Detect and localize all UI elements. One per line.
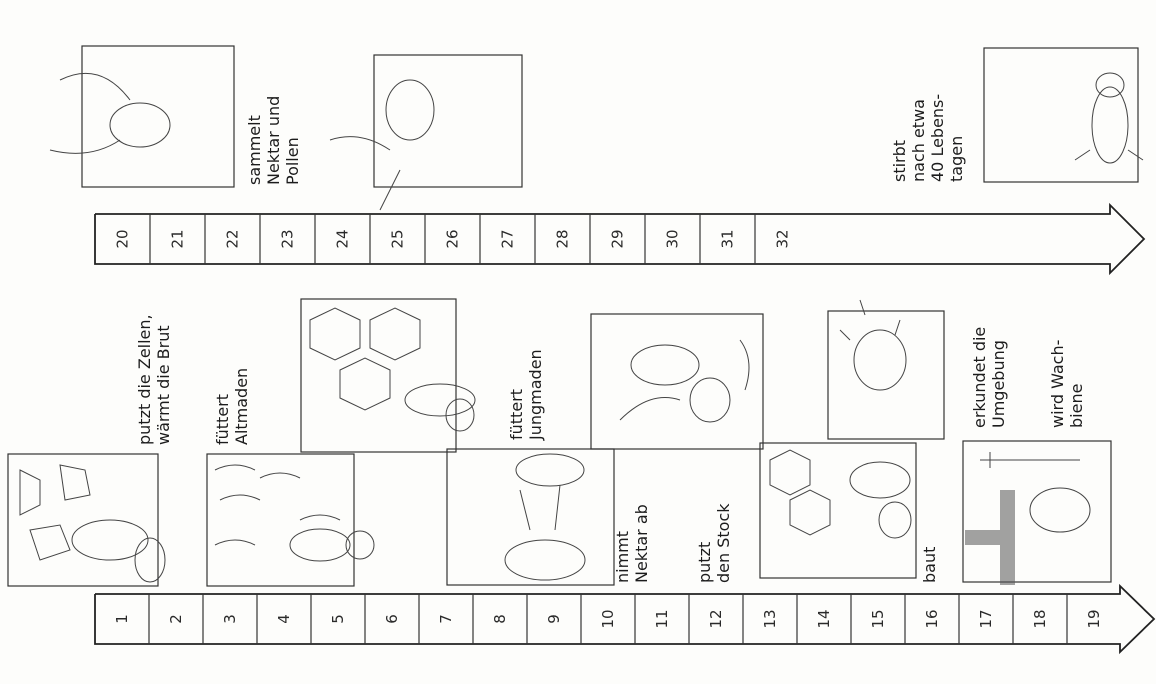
illustration-erkundet: [828, 300, 944, 439]
caption-jungmaden-line-2: Jungmaden: [526, 349, 545, 441]
caption-stock-line-2: den Stock: [714, 503, 733, 583]
caption-wachbiene-line-1: wird Wach-: [1048, 340, 1067, 428]
caption-sammelt-line-3: Pollen: [283, 137, 302, 185]
illustration-wachbiene: [963, 441, 1111, 585]
illustration-putzt-stock: [591, 314, 763, 449]
illustration-baut: [760, 443, 916, 578]
row1-day-15: 15: [869, 609, 887, 628]
row1-day-13: 13: [761, 609, 779, 628]
caption-umgebung-line-2: Umgebung: [989, 340, 1008, 428]
row1-day-1: 1: [113, 614, 131, 624]
caption-baut-line-1: baut: [920, 547, 939, 583]
row2-day-27: 27: [499, 229, 517, 248]
caption-putzt-line-1: putzt die Zellen,: [135, 314, 154, 445]
row2-day-20: 20: [114, 229, 132, 248]
caption-altmaden-line-2: Altmaden: [232, 368, 251, 445]
row2-day-29: 29: [609, 229, 627, 248]
illustration-flying-bee: [50, 46, 234, 187]
caption-putzt-line-2: wärmt die Brut: [154, 325, 173, 445]
row1-day-14: 14: [815, 609, 833, 628]
row2-day-21: 21: [169, 229, 187, 248]
caption-jungmaden-line-1: füttert: [507, 389, 526, 440]
row2-day-30: 30: [664, 229, 682, 248]
caption-nektar-ab-line-2: Nektar ab: [632, 504, 651, 583]
row1-day-19: 19: [1085, 609, 1103, 628]
caption-sammelt-line-2: Nektar und: [264, 96, 283, 185]
caption-stirbt-line-4: tagen: [947, 136, 966, 182]
caption-wachbiene-line-2: biene: [1067, 384, 1086, 428]
row1-day-11: 11: [653, 609, 671, 628]
illustration-nektar-ab: [447, 449, 614, 585]
row1-day-10: 10: [599, 609, 617, 628]
row1-day-4: 4: [275, 614, 293, 624]
illustration-jungmaden: [301, 299, 475, 452]
row1-day-3: 3: [221, 614, 239, 624]
caption-stirbt-line-3: 40 Lebens-: [928, 94, 947, 182]
row2-day-32: 32: [774, 229, 792, 248]
illustration-altmaden: [207, 454, 374, 586]
row1-day-18: 18: [1031, 609, 1049, 628]
row1-day-5: 5: [329, 614, 347, 624]
row2-day-25: 25: [389, 229, 407, 248]
row2-day-31: 31: [719, 229, 737, 248]
row1-day-8: 8: [491, 614, 509, 624]
caption-umgebung-line-1: erkundet die: [970, 327, 989, 428]
row1-day-2: 2: [167, 614, 185, 624]
caption-sammelt-line-1: sammelt: [245, 115, 264, 185]
row1-day-7: 7: [437, 614, 455, 624]
row2-day-23: 23: [279, 229, 297, 248]
illustration-stirbt: [984, 48, 1143, 182]
row1-day-16: 16: [923, 609, 941, 628]
timeline-arrow-days-20-32: 20 21 22 23 24 25 26 27 28 29 30 31 32: [95, 205, 1144, 273]
row1-day-17: 17: [977, 609, 995, 628]
row2-day-26: 26: [444, 229, 462, 248]
row2-day-22: 22: [224, 229, 242, 248]
caption-altmaden-line-1: füttert: [213, 394, 232, 445]
row1-day-6: 6: [383, 614, 401, 624]
caption-nektar-ab-line-1: nimmt: [613, 531, 632, 583]
row2-day-24: 24: [334, 229, 352, 248]
row1-day-12: 12: [707, 609, 725, 628]
caption-stirbt-line-2: nach etwa: [909, 99, 928, 182]
illustration-sammelt: [330, 55, 522, 210]
row1-day-9: 9: [545, 614, 563, 624]
caption-stirbt-line-1: stirbt: [890, 140, 909, 182]
illustration-putzt-zellen: [8, 454, 165, 586]
row2-day-28: 28: [554, 229, 572, 248]
caption-stock-line-1: putzt: [695, 542, 714, 583]
